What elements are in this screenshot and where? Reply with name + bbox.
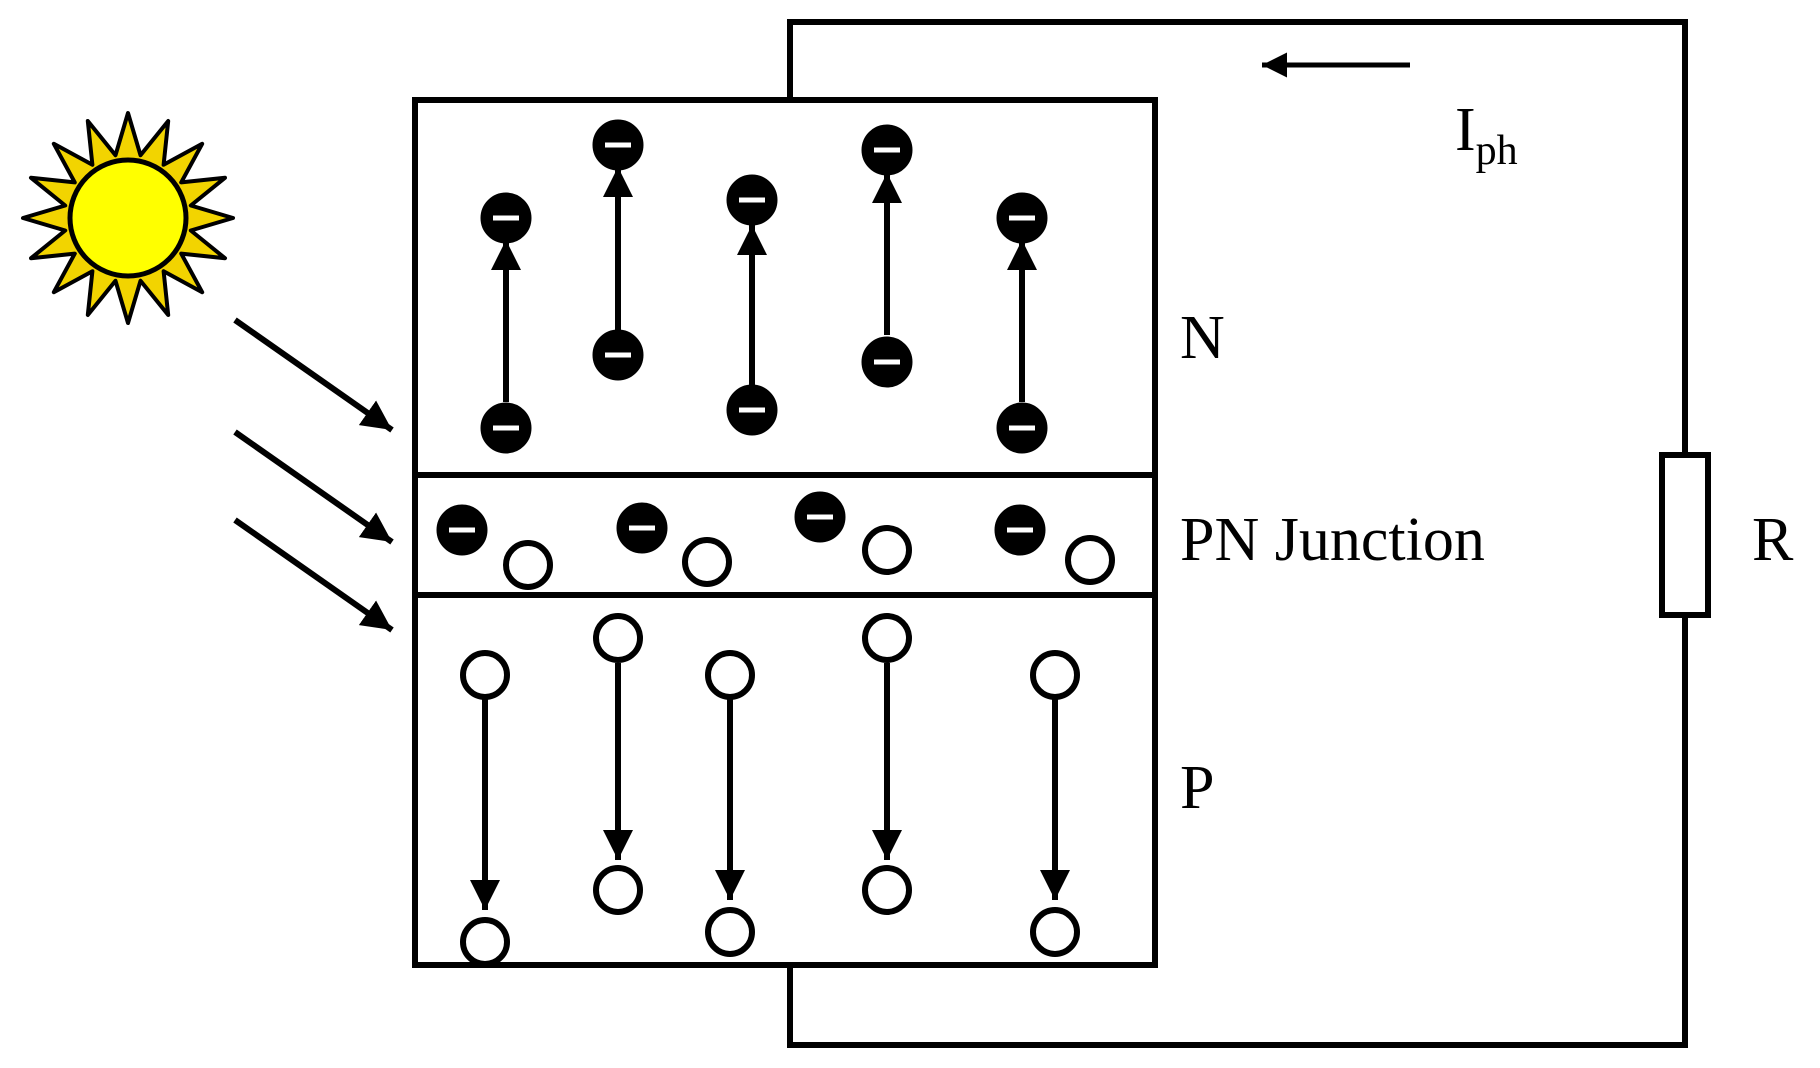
resistor-symbol [1659,452,1711,618]
hole-icon [1030,907,1080,957]
hole-icon [593,865,643,915]
circuit-wire-bottom [787,615,1688,1048]
electron-icon [480,402,532,454]
electron-icon [436,504,488,556]
hole-icon [862,865,912,915]
resistor-label: R [1752,506,1794,574]
hole-icon [862,525,912,575]
photocurrent-main: I [1455,96,1476,164]
electron-icon [994,504,1046,556]
hole-icon [460,917,510,967]
hole-icon [862,613,912,663]
photocurrent-label: Iph [1455,96,1518,174]
n-region-electrons [491,167,1037,402]
electron-icon [480,192,532,244]
light-ray-arrow [233,429,394,545]
electron-icon [996,192,1048,244]
n-region-label: N [1180,304,1225,372]
electron-icon [592,329,644,381]
hole-icon [460,650,510,700]
light-ray-arrow [233,517,394,633]
p-region-label: P [1180,754,1214,822]
hole-icon [1030,650,1080,700]
electron-icon [592,119,644,171]
hole-icon [1065,535,1115,585]
circuit-wire [787,19,1688,455]
p-region-holes [470,663,1070,910]
hole-icon [503,540,553,590]
hole-icon [593,613,643,663]
light-ray-arrow [233,317,394,433]
electron-icon [794,491,846,543]
sun-icon [21,111,235,325]
hole-icon [705,650,755,700]
electron-icon [726,384,778,436]
junction-label: PN Junction [1180,506,1485,574]
electron-icon [861,124,913,176]
electron-icon [996,402,1048,454]
photocurrent-subscript: ph [1476,128,1518,174]
electron-icon [861,336,913,388]
electron-icon [726,174,778,226]
hole-icon [705,907,755,957]
hole-icon [682,537,732,587]
electron-group [436,119,1048,556]
hole-group [460,525,1115,967]
electron-icon [616,502,668,554]
